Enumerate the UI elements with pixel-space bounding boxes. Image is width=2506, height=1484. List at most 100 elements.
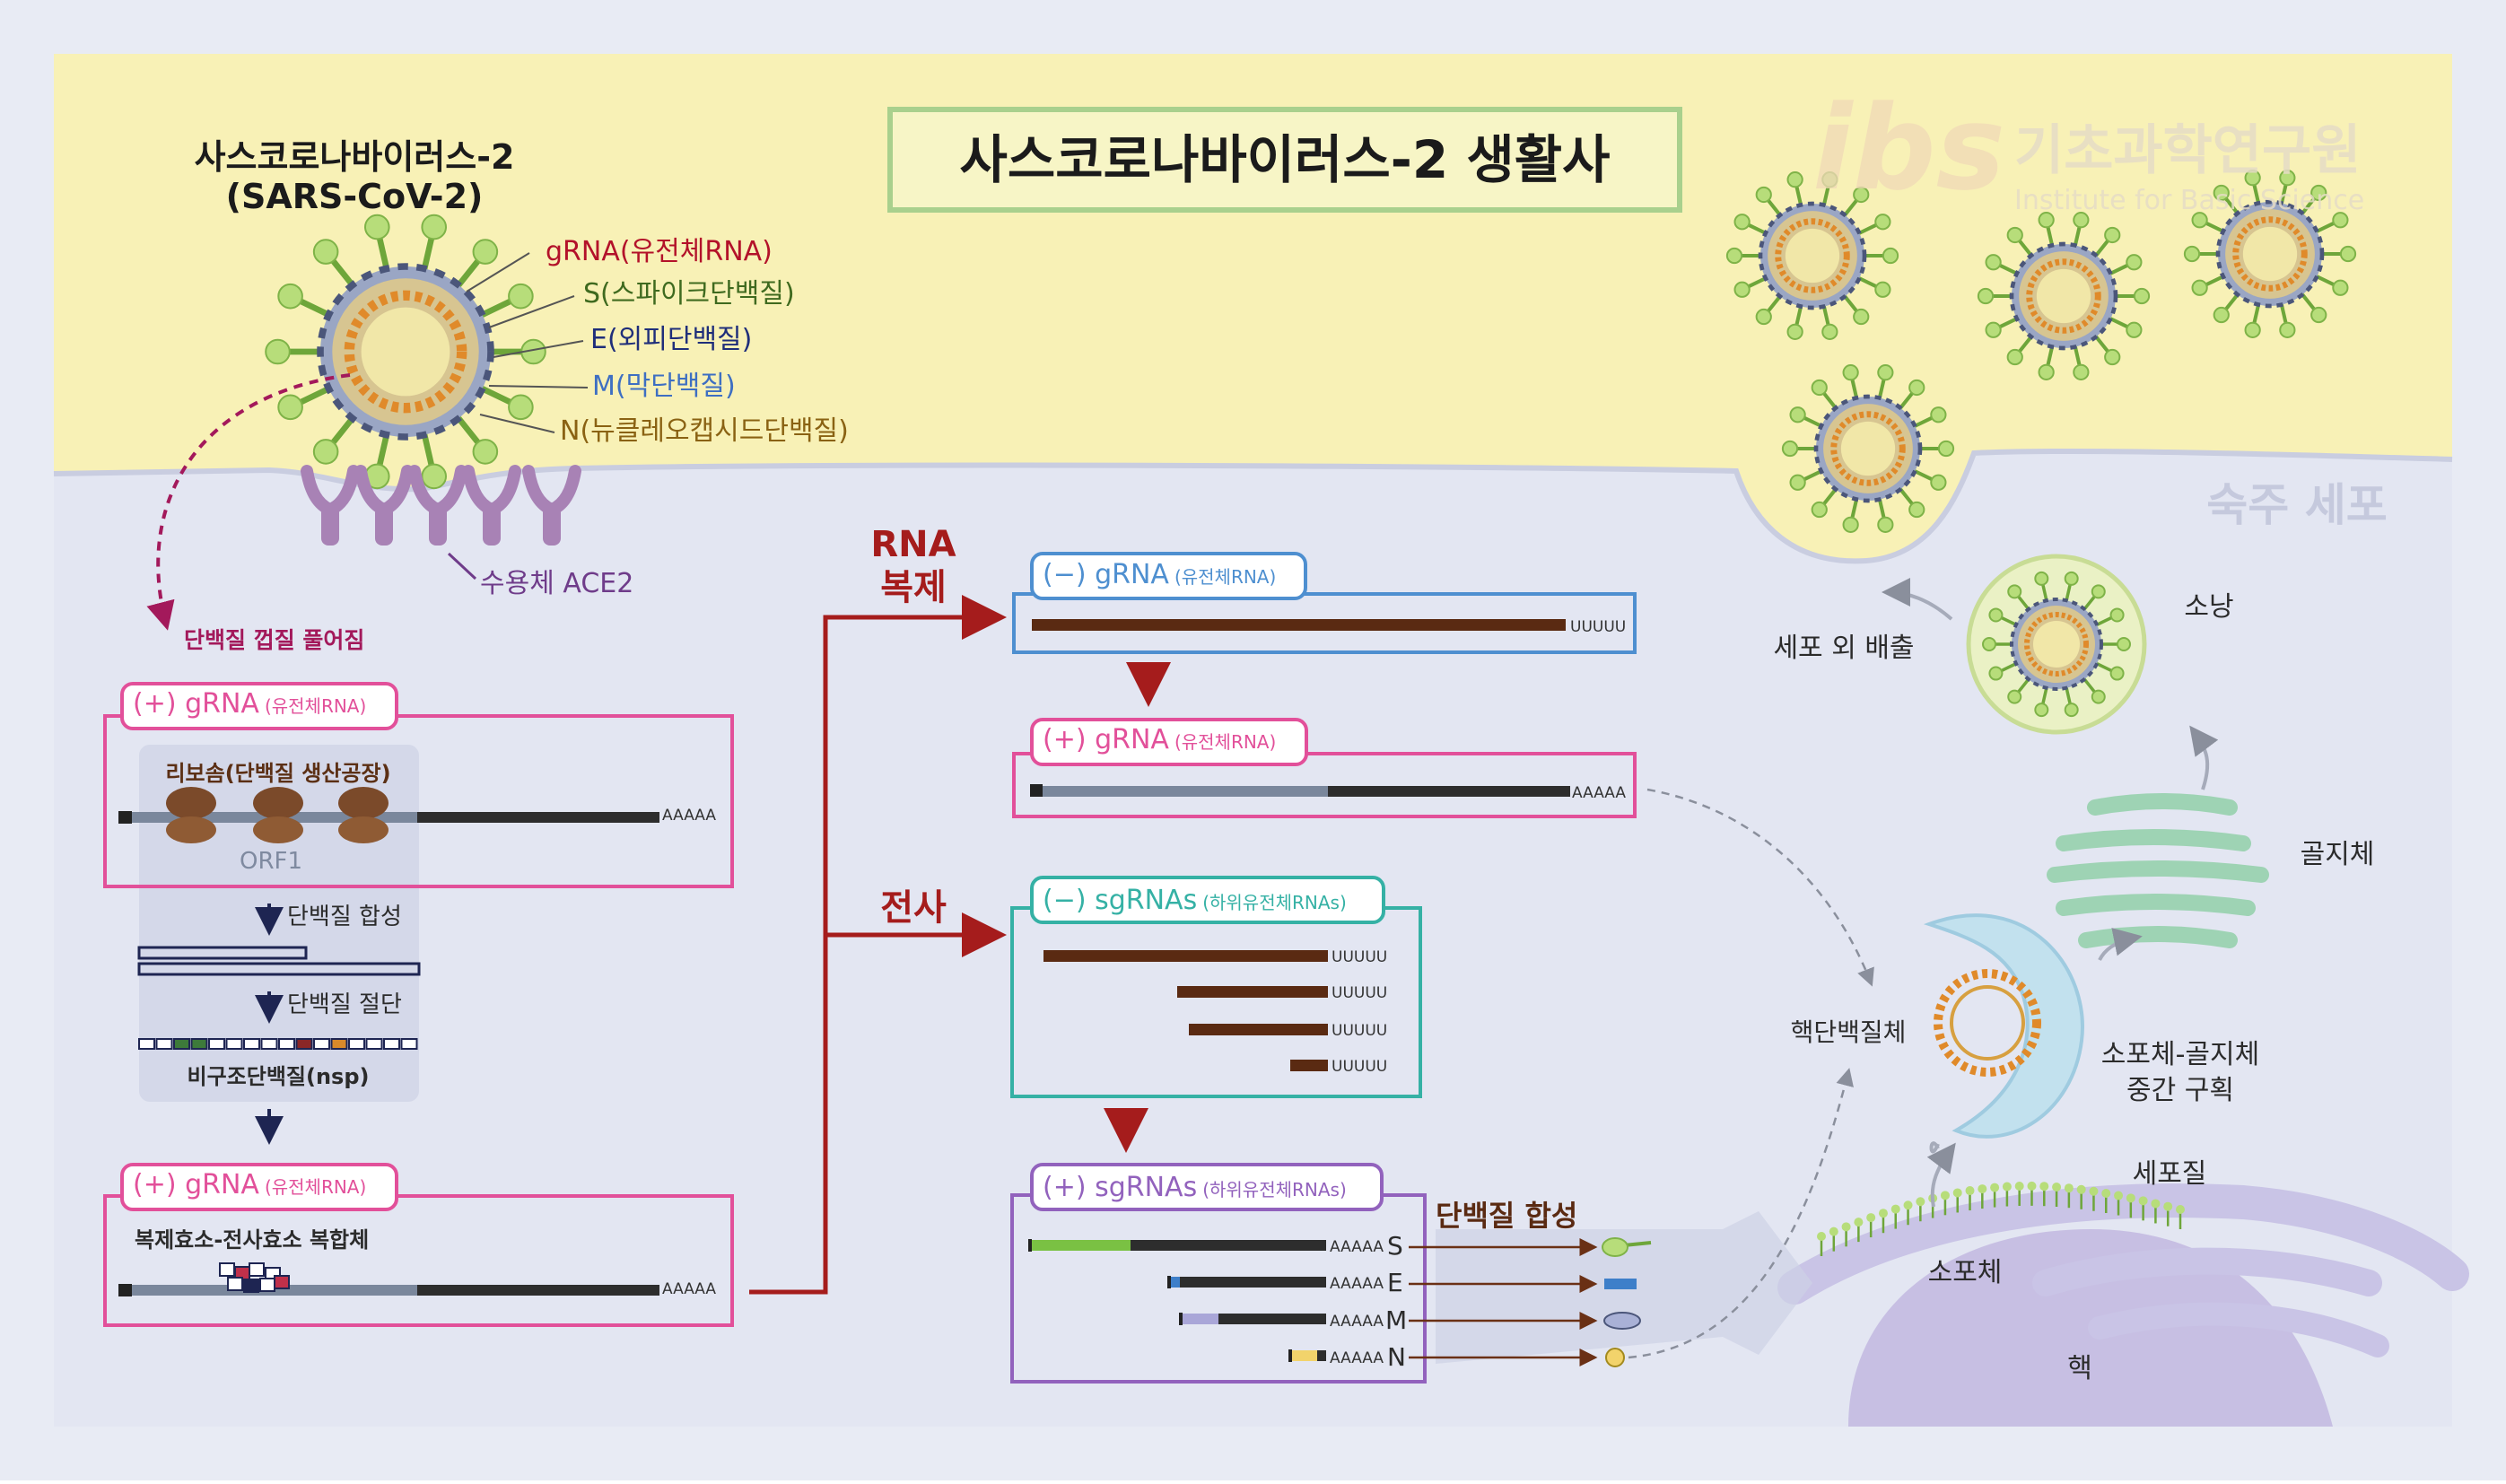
polyprotein-a: [137, 946, 308, 960]
spike-head: [1882, 247, 1899, 265]
receptor-stem: [375, 504, 393, 546]
neg-grna-frame: [1012, 592, 1637, 654]
vesicle-to-exocytosis-arrow: [1882, 578, 1953, 621]
nucleocapsid-core: [1950, 985, 2025, 1061]
pos-sg-tail-n: AAAAA: [1330, 1349, 1384, 1367]
spike-head: [2279, 170, 2296, 187]
er-spike-head: [2039, 1182, 2049, 1192]
nsp-segment: [330, 1038, 348, 1050]
spike-head: [2006, 226, 2023, 244]
spike-head: [2133, 287, 2151, 305]
nsp-segment: [295, 1038, 313, 1050]
spike-head: [1988, 666, 2004, 681]
nsp-segment: [225, 1038, 243, 1050]
spike-head: [1877, 516, 1894, 533]
spike-head: [1811, 379, 1828, 397]
spike-head: [277, 394, 303, 421]
pos-sg-tag: (+) sgRNAs(하위유전체RNAs): [1043, 1172, 1347, 1203]
box2-tag: (+) gRNA(유전체RNA): [133, 1169, 366, 1200]
virus-released-1: [1725, 171, 1899, 340]
pos-sg-rest-2: [1180, 1277, 1326, 1288]
spike-head: [1786, 323, 1803, 340]
er-sheet-2: [2032, 1247, 2382, 1296]
pos-sg-tag-pill: [1030, 1163, 1384, 1211]
er-spike-head: [2027, 1181, 2037, 1191]
neg-sg-strand-4: [1290, 1060, 1328, 1071]
step-synthesis: 단백질 합성: [287, 903, 402, 930]
rna-rest: [417, 812, 659, 823]
page-title: 사스코로나바이러스-2 생활사: [960, 129, 1611, 190]
label-envelope: E(외피단백질): [590, 324, 752, 355]
golgi-label: 골지체: [2301, 839, 2375, 870]
spike-head: [2126, 321, 2143, 338]
neg-sg-strand-3: [1189, 1024, 1328, 1035]
pos-sg-letter-e: E: [1387, 1268, 1403, 1297]
spike-head: [508, 394, 534, 421]
spike-stalk: [375, 432, 390, 471]
er-spike-head: [2014, 1181, 2024, 1191]
spike-head: [1755, 308, 1772, 326]
neg-sg-strand-2: [1177, 986, 1328, 998]
pos-sg-letter-s: S: [1387, 1231, 1403, 1261]
title-box: [887, 107, 1682, 213]
spike-head: [2038, 212, 2055, 229]
spike-head: [2332, 279, 2349, 296]
spike-head: [2091, 689, 2106, 704]
neg-grna-tag: (−) gRNA(유전체RNA): [1043, 559, 1276, 590]
logo-subtitle: Institute for Basic Science: [2014, 185, 2364, 216]
neg-grna-tag-pill: [1030, 552, 1307, 600]
pos-grna-tail: AAAAA: [1572, 784, 1626, 802]
logo-mark: ibs: [1812, 80, 2005, 216]
uncoating-arrow: [146, 373, 351, 631]
spike-head: [312, 439, 339, 465]
exocytosis-label: 세포 외 배출: [1773, 633, 1914, 664]
receptor-pointer: [447, 552, 477, 581]
pos-sg-letter-n: N: [1387, 1342, 1406, 1372]
er-spike-head: [1903, 1200, 1913, 1210]
genome-rna: [2232, 216, 2308, 292]
er-spike-head: [1890, 1204, 1900, 1214]
er-spike-head: [2138, 1196, 2148, 1206]
complex-subunit: [259, 1278, 275, 1292]
pos-sg-orf-3: [1183, 1314, 1218, 1324]
replication-label-1: RNA: [870, 524, 956, 565]
pos-grna-frame: [1012, 752, 1637, 818]
core: [2242, 226, 2298, 282]
virus-in-vesicle: [1982, 571, 2131, 718]
er-spike-head: [2101, 1188, 2111, 1198]
spike-stalk: [295, 296, 332, 319]
uncoating-label: 단백질 껍질 풀어짐: [184, 627, 364, 653]
nucleocapsid-ring: [1934, 969, 2041, 1077]
receptor-stem: [321, 504, 339, 546]
pos-sg-orf-2: [1171, 1277, 1180, 1288]
er-spike-head: [1916, 1197, 1925, 1207]
spike-head: [1988, 607, 2004, 623]
spike-head: [1853, 308, 1870, 326]
pos-sg-orf-1: [1032, 1240, 1131, 1251]
spike-head: [2091, 584, 2106, 599]
box1-tail: AAAAA: [662, 807, 716, 825]
ace2-receptor-2: [354, 465, 414, 546]
pos-sg-rest-1: [1131, 1240, 1326, 1251]
spike-head: [2191, 212, 2208, 229]
ergic-label-2: 중간 구획: [2126, 1075, 2234, 1106]
virus-released-2: [1977, 212, 2151, 380]
pos-grna-orf1: [1043, 786, 1328, 797]
spike-stalk: [479, 296, 516, 319]
nsp-segment: [208, 1038, 225, 1050]
golgi-cisterna-2: [2047, 860, 2269, 883]
pos-grna-tag: (+) gRNA(유전체RNA): [1043, 724, 1276, 755]
spike-head: [1930, 406, 1947, 423]
er-spike-head: [1978, 1184, 1987, 1194]
cytoplasm-label: 세포질: [2133, 1158, 2207, 1190]
nsp-label: 비구조단백질(nsp): [188, 1064, 370, 1089]
spike-head: [2332, 212, 2349, 229]
label-membrane: M(막단백질): [592, 371, 736, 402]
ergic: [1923, 913, 2084, 1139]
neg-sg-tag-pill: [1030, 876, 1385, 924]
nsp-segment: [138, 1038, 155, 1050]
pos-sg-tail-e: AAAAA: [1330, 1275, 1384, 1293]
box2-frame: [103, 1194, 734, 1327]
spike-head: [1930, 474, 1947, 491]
er-spike-head: [2163, 1201, 2173, 1211]
